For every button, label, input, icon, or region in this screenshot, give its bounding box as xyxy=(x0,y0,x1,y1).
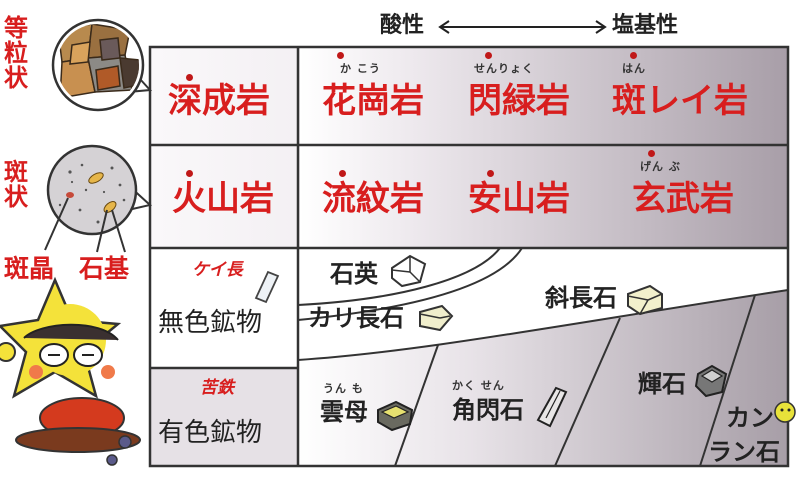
acid-base-arrow xyxy=(438,20,607,34)
colorless-minerals-label: 無色鉱物 xyxy=(158,308,263,338)
row-dot xyxy=(186,74,193,81)
biotite-label: 雲母 xyxy=(320,398,368,426)
basic-label: 塩基性 xyxy=(612,13,679,38)
gabbro-ruby: はん xyxy=(622,62,646,75)
plagioclase-label: 斜長石 xyxy=(545,284,617,312)
biotite-crystal-icon xyxy=(377,400,414,432)
row-dot xyxy=(487,170,494,177)
pyroxene-label: 輝石 xyxy=(638,370,686,398)
plutonic-rocks-bg xyxy=(300,47,788,145)
porphyritic-label: 斑状 xyxy=(4,158,28,212)
colorless-note-crystal-icon xyxy=(254,270,280,304)
acidic-label: 酸性 xyxy=(380,13,425,38)
colorless-note: ケイ長 xyxy=(192,260,243,280)
gabbro-label: 斑レイ岩 xyxy=(612,81,748,121)
row-dot xyxy=(186,170,193,177)
colorless-minerals-region xyxy=(298,248,788,360)
star-mascot-icon xyxy=(0,276,141,466)
ruby-dot xyxy=(337,52,344,59)
basalt-label: 玄武岩 xyxy=(632,179,734,219)
pyroxene-crystal-icon xyxy=(694,364,728,398)
rhyolite-label: 流紋岩 xyxy=(322,179,424,219)
volcanic-rocks-bg xyxy=(300,145,788,248)
k-feldspar-crystal-icon xyxy=(419,304,454,332)
volcanic-rock-label: 火山岩 xyxy=(172,179,274,219)
granite-label: 花崗岩 xyxy=(322,81,424,121)
plutonic-rock-label: 深成岩 xyxy=(168,81,270,121)
colored-note: 苦鉄 xyxy=(200,378,234,398)
granite-ruby: か こう xyxy=(340,62,381,75)
olivine-label-line1: カン xyxy=(726,404,774,432)
ruby-dot xyxy=(630,52,637,59)
ruby-dot xyxy=(485,52,492,59)
equigranular-label: 等粒状 xyxy=(4,14,28,93)
table-grid xyxy=(148,45,790,468)
basalt-ruby: げん ぶ xyxy=(640,160,681,173)
phenocryst-label: 斑晶 xyxy=(4,254,55,283)
row-dot xyxy=(339,170,346,177)
diorite-label: 閃緑岩 xyxy=(468,81,570,121)
biotite-ruby: うん も xyxy=(323,382,364,395)
quartz-crystal-icon xyxy=(391,254,427,288)
andesite-label: 安山岩 xyxy=(468,179,570,219)
equigranular-texture-bubble xyxy=(51,18,153,112)
olivine-character-icon xyxy=(774,401,796,423)
ruby-dot xyxy=(648,150,655,157)
k-feldspar-label: カリ長石 xyxy=(308,304,404,332)
diorite-ruby: せんりょく xyxy=(474,62,534,75)
colored-minerals-label: 有色鉱物 xyxy=(158,418,263,448)
colored-minerals-region xyxy=(298,290,788,466)
hornblende-crystal-icon xyxy=(536,386,568,428)
groundmass-label: 石基 xyxy=(79,254,130,283)
quartz-label: 石英 xyxy=(330,260,378,288)
plagioclase-crystal-icon xyxy=(627,284,663,316)
olivine-label-line2: ラン石 xyxy=(708,438,780,466)
hornblende-ruby: かく せん xyxy=(452,379,505,392)
colorless-label-bg xyxy=(150,248,298,368)
porphyritic-texture-bubble xyxy=(44,144,153,253)
hornblende-label: 角閃石 xyxy=(452,396,524,424)
colored-label-bg xyxy=(150,368,298,466)
